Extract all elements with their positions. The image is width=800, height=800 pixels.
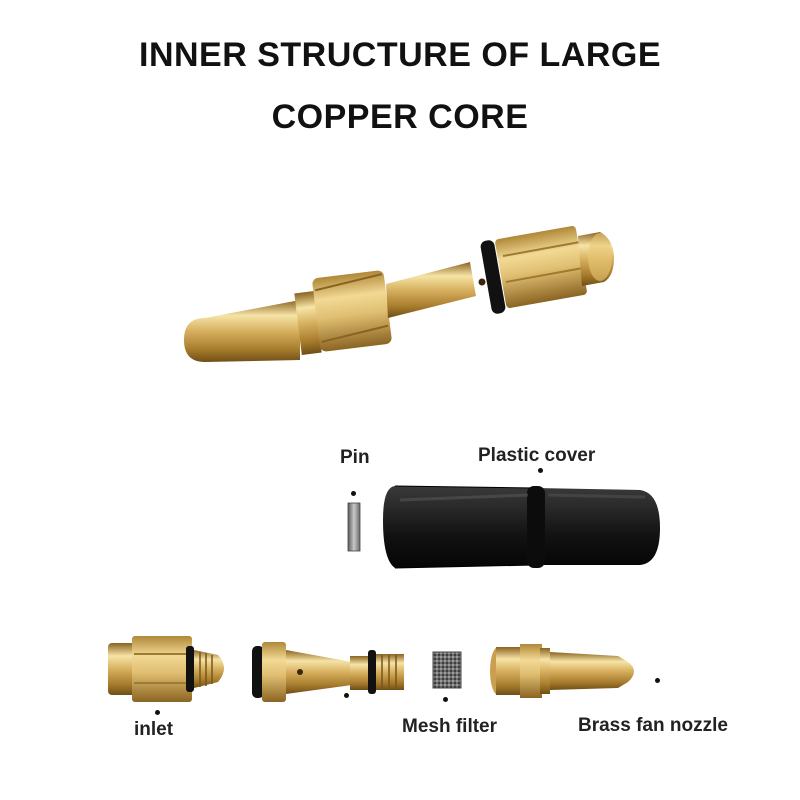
mesh-filter-label: Mesh filter — [402, 716, 498, 737]
inlet-part — [108, 636, 224, 702]
brass-fan-nozzle-marker-dot — [655, 678, 660, 683]
pin-label: Pin — [340, 447, 370, 468]
pin-marker-dot — [351, 491, 356, 496]
pin-part — [347, 502, 361, 552]
plastic-cover-marker-dot — [538, 468, 543, 473]
brass-body-part — [252, 642, 404, 702]
brass-fan-nozzle-label: Brass fan nozzle — [578, 715, 728, 736]
brass-fan-nozzle-part — [490, 644, 634, 698]
mesh-filter-part — [432, 651, 462, 689]
page-title-line-1: INNER STRUCTURE OF LARGE — [139, 36, 661, 74]
mesh-filter-marker-dot — [443, 697, 448, 702]
page-title-line-2: COPPER CORE — [271, 98, 529, 136]
inlet-marker-dot — [155, 710, 160, 715]
brass-body-marker-dot — [344, 693, 349, 698]
assembled-copper-core — [184, 226, 614, 362]
inlet-label: inlet — [134, 719, 174, 740]
plastic-cover-part — [383, 485, 660, 569]
plastic-cover-label: Plastic cover — [478, 445, 596, 466]
